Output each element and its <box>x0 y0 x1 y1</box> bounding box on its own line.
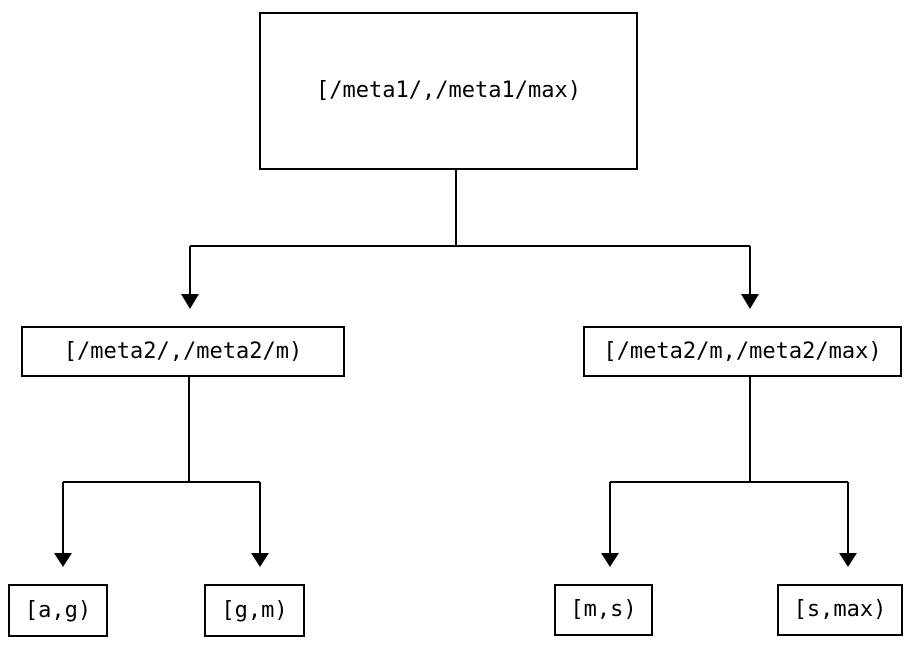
arrowhead-leaf-smax-icon <box>839 553 857 567</box>
tree-node-leaf-ms: [m,s) <box>554 584 653 636</box>
arrowhead-meta2-low-icon <box>181 294 199 309</box>
tree-node-leaf-smax-label: [s,max) <box>793 597 887 622</box>
arrowhead-meta2-high-icon <box>741 294 759 309</box>
tree-node-root: [/meta1/,/meta1/max) <box>259 12 638 170</box>
tree-node-meta2-low-label: [/meta2/,/meta2/m) <box>63 338 303 364</box>
arrowhead-leaf-ag-icon <box>54 553 72 567</box>
tree-node-leaf-smax: [s,max) <box>777 584 903 636</box>
tree-node-leaf-ms-label: [m,s) <box>570 597 637 622</box>
tree-node-leaf-gm-label: [g,m) <box>221 597 288 623</box>
tree-node-leaf-ag: [a,g) <box>8 584 108 637</box>
tree-node-leaf-ag-label: [a,g) <box>24 597 92 623</box>
arrowhead-leaf-gm-icon <box>251 553 269 567</box>
tree-node-root-label: [/meta1/,/meta1/max) <box>316 78 581 103</box>
tree-node-meta2-high-label: [/meta2/m,/meta2/max) <box>603 338 882 364</box>
arrowhead-leaf-ms-icon <box>601 553 619 567</box>
tree-node-meta2-high: [/meta2/m,/meta2/max) <box>583 326 902 377</box>
tree-node-leaf-gm: [g,m) <box>204 584 305 637</box>
tree-node-meta2-low: [/meta2/,/meta2/m) <box>21 326 345 377</box>
